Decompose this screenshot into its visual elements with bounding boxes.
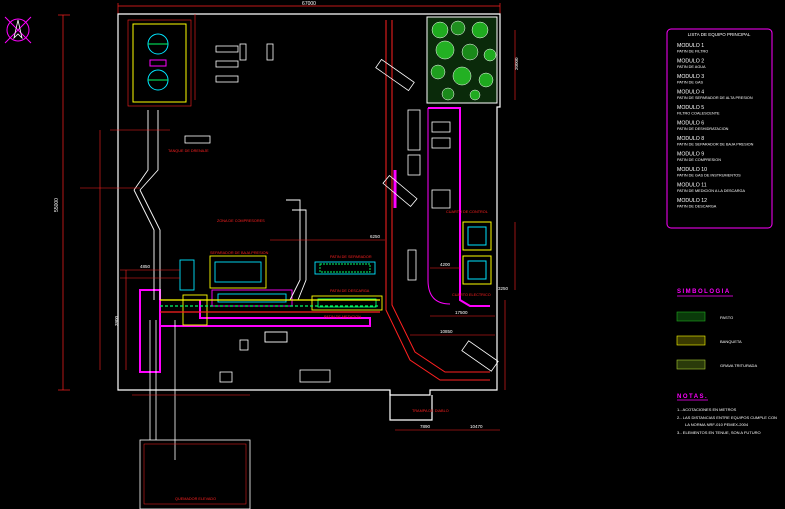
notes-title: NOTAS. <box>677 394 708 400</box>
legend-desc-10: PATIN DE MEDICION A LA DESCARGA <box>677 189 745 193</box>
right-dimension-label: 20000 <box>514 57 519 70</box>
top-dimension: 67000 <box>117 1 501 14</box>
dimension-lines <box>80 14 516 431</box>
swatch-banqueta <box>676 335 706 346</box>
legend-module-1: MODULO 1 <box>677 43 704 49</box>
equipment-legend: LISTA DE EQUIPO PRINCIPAL MODULO 1PATIN … <box>666 28 773 229</box>
dim-e: 10850 <box>440 329 453 334</box>
legend-desc-3: PATIN DE GAS <box>677 81 703 85</box>
dim-i: 3900 <box>114 315 119 326</box>
dim-g: 10470 <box>470 424 483 429</box>
legend-module-8: MODULO 9 <box>677 152 704 158</box>
area-label: ZONA DE COMPRESORES <box>217 219 265 223</box>
left-dimension: 55000 <box>54 14 70 391</box>
module-compressor-tl <box>127 19 192 107</box>
top-dimension-label: 67000 <box>302 1 316 7</box>
label-emergency: TANQUE DE DRENAJE <box>168 149 209 153</box>
legend-module-4: MODULO 4 <box>677 90 704 96</box>
label-electrical: CUARTO ELECTRICO <box>452 293 491 297</box>
dim-f: 7890 <box>420 424 431 429</box>
left-dimension-label: 55000 <box>54 198 60 212</box>
legend-module-11: MODULO 12 <box>677 198 707 204</box>
process-labels: ZONA DE COMPRESORES SEPARADOR DE BAJA PR… <box>168 149 491 501</box>
label-burner: QUEMADOR ELEVADO <box>175 497 216 501</box>
legend-desc-5: FILTRO COALESCENTE <box>677 112 720 116</box>
notes: NOTAS. 1.- ACOTACIONES EN METROS 2.- LAS… <box>677 394 777 435</box>
simbologia-item-banqueta: BANQUETA <box>720 339 742 344</box>
green-area <box>426 16 498 104</box>
dim-c: 3250 <box>498 286 509 291</box>
module-right <box>462 221 492 285</box>
pipelines <box>132 299 380 460</box>
swatch-pasto <box>676 311 706 322</box>
legend-module-5: MODULO 5 <box>677 105 704 111</box>
process-area <box>133 110 383 343</box>
simbologia: SIMBOLOGIA PASTO BANQUETA GRAVA TRITURAD… <box>676 289 757 370</box>
equipment-racks <box>184 43 451 383</box>
legend-desc-2: PATIN DE AGUA <box>677 65 706 69</box>
legend-module-9: MODULO 10 <box>677 167 707 173</box>
legend-module-3: MODULO 3 <box>677 74 704 80</box>
simbologia-item-pasto: PASTO <box>720 315 733 320</box>
legend-desc-4: PATIN DE SEPARADOR DE ALTA PRESION <box>677 96 753 100</box>
dim-h: 6250 <box>370 234 381 239</box>
dim-a: 4850 <box>140 264 151 269</box>
legend-module-2: MODULO 2 <box>677 59 704 65</box>
legend-desc-11: PATIN DE DESCARGA <box>677 205 717 209</box>
note-2b: LA NORMA NRF-010 PEMEX-2004 <box>685 422 749 427</box>
swatch-grava <box>676 359 706 370</box>
note-2: 2.- LAS DISTANCIAS ENTRE EQUIPOS CUMPLE … <box>677 415 777 420</box>
rotated-equipment <box>375 58 499 372</box>
legend-desc-1: PATIN DE FILTRO <box>677 50 708 54</box>
burner-area <box>139 439 251 509</box>
legend-desc-9: PATIN DE GAS DE INSTRUMENTOS <box>677 174 741 178</box>
label-control: CUARTO DE CONTROL <box>446 210 488 214</box>
dim-b: 4200 <box>440 262 451 267</box>
note-3: 3.- ELEMENTOS EN TENUE, SON A FUTURO <box>677 430 761 435</box>
north-arrow-icon <box>4 16 32 44</box>
label-separator-high: PATIN DE SEPARADOR <box>330 255 372 259</box>
legend-desc-6: PATIN DE DESHIDRATACION <box>677 127 729 131</box>
label-separator-low: SEPARADOR DE BAJA PRESION <box>210 251 269 255</box>
label-discharge: PATIN DE DESCARGA <box>330 289 370 293</box>
dim-d: 17500 <box>455 310 468 315</box>
legend-desc-8: PATIN DE COMPRESION <box>677 158 721 162</box>
label-gate: TRAMPA DE DIABLO <box>412 409 449 413</box>
legend-module-6: MODULO 6 <box>677 121 704 127</box>
perimeter-wall <box>117 13 501 421</box>
simbologia-item-grava: GRAVA TRITURADA <box>720 363 757 368</box>
legend-module-10: MODULO 11 <box>677 183 707 189</box>
note-1: 1.- ACOTACIONES EN METROS <box>677 407 737 412</box>
label-measurement: PATIN DE MEDICION <box>324 315 361 319</box>
legend-title: LISTA DE EQUIPO PRINCIPAL <box>688 32 751 37</box>
legend-desc-7: PATIN DE SEPARADOR DE BAJA PRESION <box>677 143 754 147</box>
dimension-values: 4850 4200 3250 17500 10850 7890 10470 62… <box>114 57 519 429</box>
simbologia-title: SIMBOLOGIA <box>677 289 731 295</box>
legend-module-7: MODULO 8 <box>677 136 704 142</box>
